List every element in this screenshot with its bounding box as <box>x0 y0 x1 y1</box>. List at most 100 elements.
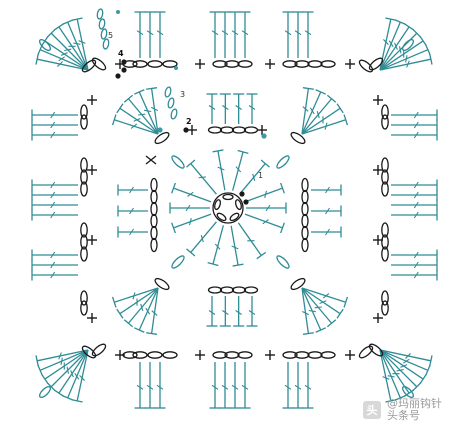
dc-slash <box>309 311 316 312</box>
chain-stitch-oval <box>321 352 335 358</box>
chain-stitch-oval <box>302 203 308 216</box>
chain-stitch-oval <box>358 344 375 360</box>
chain-stitch-oval <box>170 154 186 170</box>
chain-stitch-oval <box>170 108 178 119</box>
chain-stitch-oval <box>170 254 186 270</box>
double-crochet-symbol <box>391 120 437 131</box>
double-crochet-symbol <box>303 12 314 58</box>
dc-top-bar <box>303 88 314 90</box>
single-crochet-symbol <box>195 350 205 360</box>
dc-slash <box>138 114 145 115</box>
chain-stitch-oval <box>151 203 157 216</box>
double-crochet-symbol <box>135 362 146 408</box>
slip-stitch-dot <box>243 199 248 204</box>
chain-stitch-oval <box>308 61 322 67</box>
double-crochet-symbol <box>220 296 231 326</box>
chain-stitch-oval <box>163 61 177 67</box>
dc-slash <box>188 192 194 196</box>
double-crochet-symbol <box>380 350 405 400</box>
magic-ring <box>213 193 243 223</box>
double-crochet-symbol <box>391 270 437 281</box>
chain-stitch-oval <box>275 154 291 170</box>
chain-stitch-oval <box>97 9 104 20</box>
round-label-2: 2 <box>186 117 192 126</box>
chain-stitch-oval <box>275 254 291 270</box>
chain-stitch-oval <box>382 301 388 315</box>
dc-slash <box>67 367 68 374</box>
dc-slash <box>263 220 269 224</box>
double-crochet-symbol <box>220 362 231 408</box>
dc-stem <box>380 350 417 387</box>
double-crochet-symbol <box>303 362 314 408</box>
dc-stem <box>173 214 211 228</box>
chain-stitch-oval <box>101 29 108 40</box>
double-crochet-symbol <box>208 225 224 265</box>
black-stitches <box>81 56 389 360</box>
double-crochet-symbol <box>145 362 156 408</box>
chain-stitch-oval <box>209 127 222 133</box>
single-crochet-symbol <box>265 350 275 360</box>
double-crochet-symbol <box>230 12 241 58</box>
single-crochet-symbol <box>87 165 97 175</box>
chain-stitch-oval <box>302 191 308 204</box>
dc-top-bar <box>54 24 63 30</box>
dc-slash <box>397 370 404 371</box>
chain-stitch-oval <box>229 212 240 222</box>
dc-top-bar <box>327 95 335 102</box>
double-crochet-symbol <box>38 45 88 70</box>
dc-top-bar <box>327 320 335 327</box>
double-crochet-symbol <box>380 45 430 70</box>
double-crochet-symbol <box>391 130 437 141</box>
double-crochet-symbol <box>210 12 221 58</box>
double-crochet-symbol <box>135 12 146 58</box>
double-crochet-symbol <box>63 20 88 70</box>
chain-stitch-oval <box>163 352 177 358</box>
chain-stitch-oval <box>38 385 52 399</box>
double-crochet-symbol <box>293 362 304 408</box>
double-crochet-symbol <box>38 350 88 375</box>
slip-stitch-dot <box>174 66 178 70</box>
double-crochet-symbol <box>63 350 88 400</box>
single-crochet-symbol <box>87 95 97 105</box>
dc-stem <box>213 225 223 264</box>
chain-stitch-oval <box>91 56 108 72</box>
double-crochet-symbol <box>172 183 211 202</box>
chain-stitch-oval <box>164 86 172 97</box>
double-crochet-symbol <box>247 296 258 326</box>
double-crochet-symbol <box>155 12 166 58</box>
dc-stem <box>233 152 243 191</box>
dc-stem <box>218 151 225 190</box>
chain-stitch-oval <box>91 342 108 358</box>
chain-stitch-oval <box>238 352 252 358</box>
slip-stitch-dot <box>239 191 244 196</box>
double-crochet-symbol <box>220 94 231 124</box>
dc-top-bar <box>187 249 195 256</box>
round-label-4: 4 <box>118 49 124 58</box>
double-crochet-symbol <box>231 226 243 266</box>
dc-top-bar <box>54 390 63 396</box>
slip-stitch-markers <box>115 10 266 205</box>
double-crochet-symbol <box>245 214 284 233</box>
double-crochet-symbol <box>32 210 78 221</box>
chain-stitch-oval <box>382 115 388 129</box>
double-crochet-symbol <box>118 185 148 196</box>
chain-stitch-oval <box>151 191 157 204</box>
single-crochet-symbol <box>265 59 275 69</box>
slip-stitch-dot <box>157 127 162 132</box>
double-crochet-symbol <box>283 362 294 408</box>
round-label-3: 3 <box>180 90 185 99</box>
dc-top-bar <box>187 160 195 167</box>
dc-slash <box>199 177 206 178</box>
double-crochet-symbol <box>207 94 218 124</box>
double-crochet-symbol <box>32 110 78 121</box>
double-crochet-symbol <box>32 200 78 211</box>
dc-stem <box>245 188 283 202</box>
dc-top-bar <box>261 160 269 167</box>
chain-stitch-oval <box>302 227 308 240</box>
single-crochet-symbol <box>345 59 355 69</box>
chain-stitch-oval <box>308 352 322 358</box>
slip-stitch-dot <box>261 133 266 138</box>
dc-top-bar <box>405 24 414 30</box>
dc-stem <box>380 33 417 70</box>
chain-stitch-oval <box>216 212 227 222</box>
